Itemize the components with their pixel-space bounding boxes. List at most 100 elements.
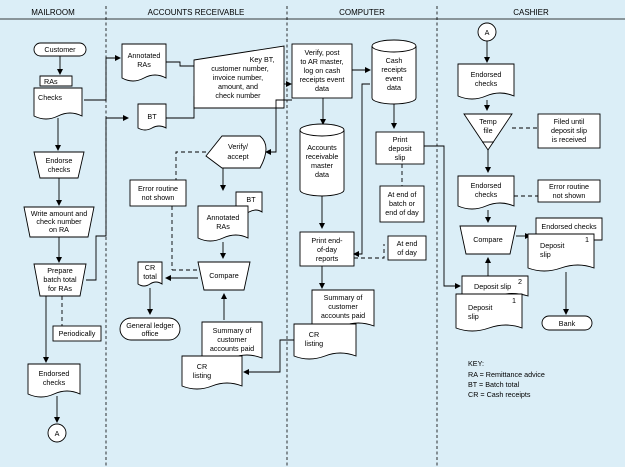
cr-total-label-1: CR [145,263,155,272]
endorsed-label-1: Endorsed [39,369,70,378]
prepare-label-1: Prepare [47,266,73,275]
endorsed-checks-document [27,363,81,398]
deposit2-num: 2 [518,277,522,286]
key-label-1: Key BT, [250,55,275,64]
deposit-slip-out-document [527,233,595,272]
cr-total-document [137,261,163,287]
cash-receipts-disk [371,39,417,105]
ar-master-label-1: Accounts [307,143,337,152]
annotated-label-2: RAs [137,60,151,69]
cashier-lane: A Endorsed checks Temp file Filed until … [424,22,603,399]
general-ledger-terminal [119,317,181,341]
deposit3-num: 1 [512,296,516,305]
write-label-1: Write amount and [31,209,88,218]
endorse-label-1: Endorse [46,156,73,165]
deposit-slip-1-document [455,293,523,332]
cash-label-1: Cash [386,56,403,65]
deposit-out-label-2: slip [540,250,551,259]
cashier-error-label-1: Error routine [549,182,589,191]
compare-ar-label: Compare [209,271,239,280]
bank-terminal [541,315,593,331]
ar-master-label-4: data [315,170,329,179]
filed-label-3: is received [552,135,586,144]
deposit-out-num: 1 [585,235,589,244]
bt-label: BT [147,112,157,121]
print-eod-label-3: reports [316,254,339,263]
key-label-3: invoice number, [213,73,263,82]
write-amount-manual-op [23,206,95,238]
temp-label-1: Temp [479,117,497,126]
lane-mailroom: MAILROOM [31,8,75,17]
key-title: KEY: [468,359,484,368]
eod-label-2: of day [397,248,417,257]
print-deposit-process [375,131,425,165]
compare-ar-manual-op [197,261,251,291]
filed-label-1: Filed until [554,117,585,126]
key-label-2: customer number, [211,64,269,73]
print-eod-label-1: Print end- [311,236,343,245]
temp-label-2: file [483,126,492,135]
summary-ar-label-2: customer [217,335,247,344]
error-label-2: not shown [142,193,175,202]
filed-label-2: deposit slip [551,126,587,135]
endorse-label-2: checks [48,165,71,174]
batch-label-2: batch or [389,199,416,208]
crl-ar-label-1: CR [197,362,207,371]
legend-key: KEY: RA = Remittance advice BT = Batch t… [468,359,545,399]
eod-label-1: At end [397,239,418,248]
print-dep-label-3: slip [395,153,406,162]
endorsed-checks-cashier-2-document [457,175,515,210]
batch-label-1: At end of [388,190,417,199]
annotated-ras-2-document [197,205,249,242]
gl-label-2: office [141,329,158,338]
periodically-label: Periodically [59,329,96,338]
batch-label-3: end of day [385,208,419,217]
lane-cashier: CASHIER [513,8,549,17]
ar-lane: Annotated RAs BT Key BT, customer number… [119,43,292,390]
cash-label-2: receipts [381,65,407,74]
cash-label-3: event [385,74,403,83]
annotated2-label-2: RAs [216,222,230,231]
computer-lane: Verify, post to AR master, log on cash r… [243,39,427,375]
lane-computer: COMPUTER [339,8,385,17]
verify-label-1: Verify/ [228,142,248,151]
deposit3-label-2: slip [468,312,479,321]
bank-label: Bank [559,319,576,328]
crl-comp-label-1: CR [309,330,319,339]
connector-a-cashier-label: A [485,28,490,37]
cashier-endorsed-label-1: Endorsed [471,70,502,79]
crl-ar-label-2: listing [193,371,211,380]
error-routine-annotation [129,179,187,207]
ras-document [39,75,73,87]
cr-listing-ar-document [181,355,243,390]
summary-ar-label-3: accounts paid [210,344,254,353]
bt2-label: BT [246,195,256,204]
prepare-batch-manual-op [33,263,87,297]
annotated-label-1: Annotated [128,51,161,60]
key-label-4: amount, and [218,82,258,91]
ras-label: RAs [44,77,58,86]
ar-master-disk [299,123,345,197]
cr-total-label-2: total [143,272,157,281]
connector-a-label: A [55,429,60,438]
cashier-endorsed2-label-1: Endorsed [471,181,502,190]
print-eod-label-2: of-day [317,245,337,254]
connector-a-mailroom [47,423,67,443]
key-bt-manual-input [193,45,285,109]
summary-comp-label-3: accounts paid [321,311,365,320]
comp-verify-label-5: data [315,84,329,93]
temp-file-storage [463,113,513,151]
endorsed-checks-cashier-document [457,63,515,100]
key-bt: BT = Batch total [468,380,520,389]
print-dep-label-1: Print [393,135,408,144]
comp-verify-label-1: Verify, post [304,48,339,57]
endorsed3-label: Endorsed checks [541,222,597,231]
deposit-out-label-1: Deposit [540,241,564,250]
prepare-label-2: batch total [43,275,77,284]
key-ra: RA = Remittance advice [468,370,545,379]
end-of-batch-annotation [379,185,425,223]
ar-master-label-3: master [311,161,334,170]
print-dep-label-2: deposit [388,144,411,153]
annotated-ras-document [121,43,167,82]
